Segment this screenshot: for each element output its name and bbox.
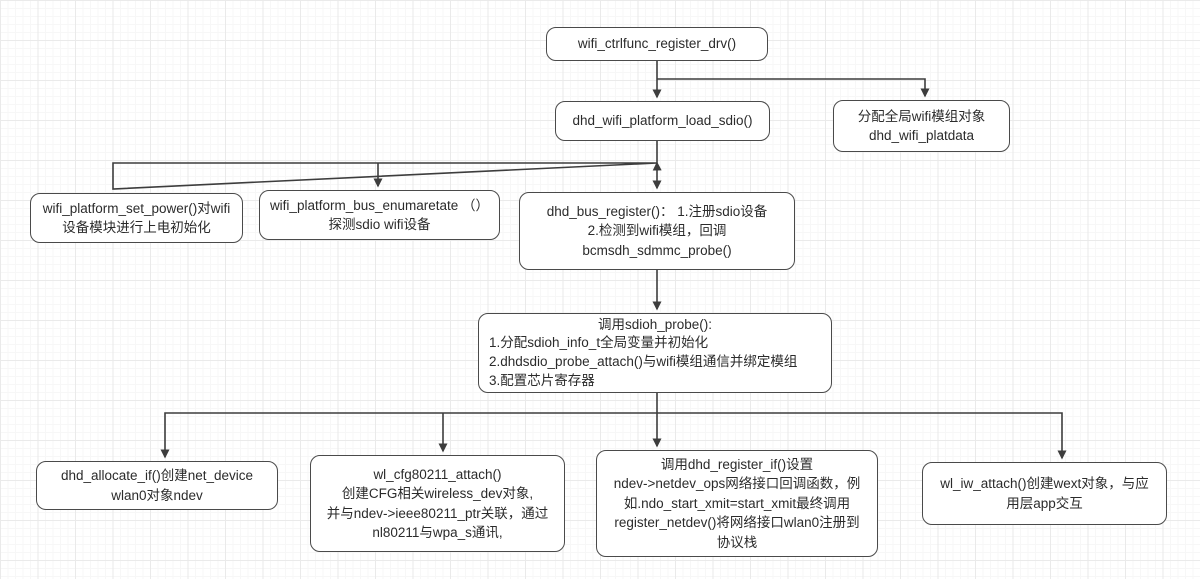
edge-to-dhd-allocate-if [160,412,657,459]
node-label: 调用dhd_register_if()设置 ndev->netdev_ops网络… [613,456,861,550]
node-dhd-bus-register[interactable]: dhd_bus_register()： 1.注册sdio设备 2.检测到wifi… [519,192,795,270]
node-wl-iw-attach[interactable]: wl_iw_attach()创建wext对象，与应 用层app交互 [922,462,1167,525]
node-wifi-ctrlfunc-register-drv[interactable]: wifi_ctrlfunc_register_drv() [546,27,768,61]
node-body: 1.分配sdioh_info_t全局变量并初始化 2.dhdsdio_probe… [489,335,798,388]
node-dhd-allocate-if[interactable]: dhd_allocate_if()创建net_device wlan0对象nde… [36,461,278,510]
node-label: dhd_wifi_platform_load_sdio() [572,113,753,129]
node-wifi-platform-set-power[interactable]: wifi_platform_set_power()对wifi 设备模块进行上电初… [30,193,243,243]
node-label: dhd_allocate_if()创建net_device wlan0对象nde… [60,468,254,503]
node-label: wifi_ctrlfunc_register_drv() [577,36,737,52]
node-label: wl_cfg80211_attach() 创建CFG相关wireless_dev… [326,467,549,540]
node-label: wifi_platform_bus_enumaretate （） 探测sdio … [269,197,490,232]
node-sdioh-probe[interactable]: 调用sdioh_probe(): 1.分配sdioh_info_t全局变量并初始… [478,313,832,393]
node-dhd-wifi-platform-load-sdio[interactable]: dhd_wifi_platform_load_sdio() [555,101,770,141]
edge-root-to-platdata [657,78,930,98]
node-dhd-register-if[interactable]: 调用dhd_register_if()设置 ndev->netdev_ops网络… [596,450,878,557]
node-wl-cfg80211-attach[interactable]: wl_cfg80211_attach() 创建CFG相关wireless_dev… [310,455,565,552]
node-label: wifi_platform_set_power()对wifi 设备模块进行上电初… [42,200,231,235]
node-alloc-global-wifi-module[interactable]: 分配全局wifi模组对象 dhd_wifi_platdata [833,100,1010,152]
node-label: 分配全局wifi模组对象 dhd_wifi_platdata [857,108,986,143]
node-label: dhd_bus_register()： 1.注册sdio设备 2.检测到wifi… [546,204,768,258]
edge-to-set-power [112,163,657,190]
node-label: wl_iw_attach()创建wext对象，与应 用层app交互 [940,476,1149,511]
node-wifi-platform-bus-enumaretate[interactable]: wifi_platform_bus_enumaretate （） 探测sdio … [259,190,500,240]
node-title: 调用sdioh_probe(): [597,316,713,332]
